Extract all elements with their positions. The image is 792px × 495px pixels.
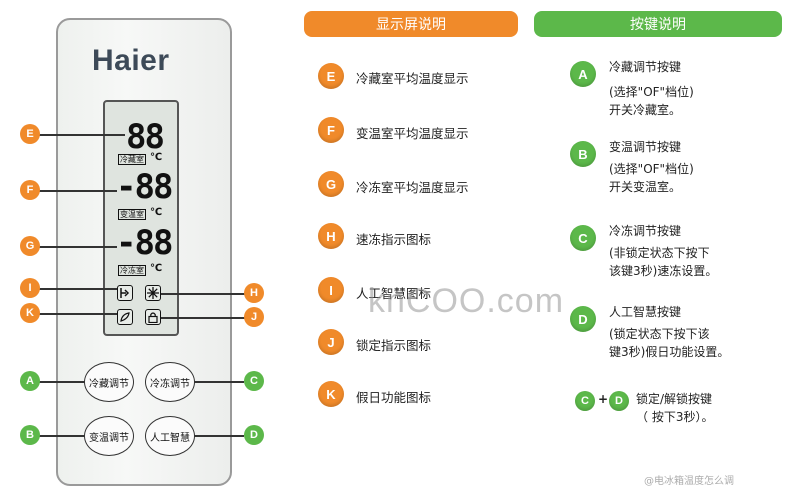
smart-button[interactable]: 人工智慧	[145, 416, 195, 456]
combo-key-c-badge: C	[575, 391, 595, 411]
callout-line-d	[194, 435, 244, 437]
key-item-a-badge: A	[570, 61, 596, 87]
callout-d: D	[244, 425, 264, 445]
combo-plus: +	[598, 392, 609, 406]
fridge-label: 冷藏室	[118, 154, 146, 165]
quick-freeze-icon	[145, 285, 161, 301]
combo-text: 锁定/解锁按键 （ 按下3秒）。	[636, 390, 713, 426]
key-item-a-line2: (选择"OF"档位)	[609, 85, 694, 99]
callout-h: H	[244, 283, 264, 303]
display-item-g-text: 冷冻室平均温度显示	[356, 180, 469, 195]
callout-g: G	[20, 236, 40, 256]
watermark: knCOO.com	[368, 282, 565, 320]
fridge-adjust-button[interactable]: 冷藏调节	[84, 362, 134, 402]
display-item-j-badge: J	[318, 329, 344, 355]
callout-k: K	[20, 303, 40, 323]
source-credit: @电冰箱温度怎么调	[644, 476, 734, 487]
key-item-c-badge: C	[570, 225, 596, 251]
key-item-d-line1: 人工智慧按键	[609, 305, 682, 319]
callout-line-f	[39, 190, 117, 192]
display-item-h-badge: H	[318, 223, 344, 249]
display-item-f-text: 变温室平均温度显示	[356, 126, 469, 141]
display-item-f-badge: F	[318, 117, 344, 143]
callout-c: C	[244, 371, 264, 391]
key-item-c-text: 冷冻调节按键 (非锁定状态下按下 该键3秒)速冻设置。	[609, 222, 717, 280]
display-item-j-text: 锁定指示图标	[356, 338, 432, 353]
callout-line-b	[39, 435, 85, 437]
key-item-a-text: 冷藏调节按键 (选择"OF"档位) 开关冷藏室。	[609, 58, 694, 119]
key-item-b-badge: B	[570, 141, 596, 167]
key-item-b-line3: 开关变温室。	[609, 180, 682, 194]
key-item-c-line2: (非锁定状态下按下	[609, 246, 710, 260]
callout-b: B	[20, 425, 40, 445]
callout-line-j	[161, 317, 245, 319]
key-item-d-line2: (锁定状态下按下该	[609, 327, 710, 341]
callout-line-a	[39, 381, 85, 383]
freezer-label: 冷冻室	[118, 265, 146, 276]
freezer-temp-digits: -88	[116, 223, 173, 263]
callout-a: A	[20, 371, 40, 391]
variable-label: 变温室	[118, 209, 146, 220]
display-item-i-text: 人工智慧图标	[356, 286, 432, 301]
display-item-e-badge: E	[318, 63, 344, 89]
key-section-header: 按键说明	[534, 11, 782, 37]
freezer-adjust-button[interactable]: 冷冻调节	[145, 362, 195, 402]
fridge-temp-digits: 88	[126, 117, 165, 157]
key-item-b-line2: (选择"OF"档位)	[609, 162, 694, 176]
callout-e: E	[20, 124, 40, 144]
key-item-d-text: 人工智慧按键 (锁定状态下按下该 键3秒)假日功能设置。	[609, 303, 729, 361]
callout-line-h	[161, 293, 245, 295]
variable-unit: ℃	[150, 207, 163, 218]
display-item-i-badge: I	[318, 277, 344, 303]
freezer-unit: ℃	[150, 263, 163, 274]
key-item-a-line1: 冷藏调节按键	[609, 60, 682, 74]
callout-f: F	[20, 180, 40, 200]
key-item-c-line3: 该键3秒)速冻设置。	[609, 264, 718, 278]
callout-line-i	[39, 288, 117, 290]
lock-icon	[145, 309, 161, 325]
display-item-g-badge: G	[318, 171, 344, 197]
display-item-k-badge: K	[318, 381, 344, 407]
callout-line-c	[194, 381, 244, 383]
key-item-d-line3: 键3秒)假日功能设置。	[609, 345, 730, 359]
combo-key-d-badge: D	[609, 391, 629, 411]
callout-line-e	[39, 134, 125, 136]
brand-logo: Haier	[92, 44, 170, 77]
variable-temp-digits: -88	[116, 167, 173, 207]
display-section-header: 显示屏说明	[304, 11, 518, 37]
callout-j: J	[244, 307, 264, 327]
combo-line2: （ 按下3秒）。	[636, 410, 714, 424]
key-item-d-badge: D	[570, 306, 596, 332]
holiday-icon	[117, 309, 133, 325]
key-item-b-line1: 变温调节按键	[609, 140, 682, 154]
smart-icon	[117, 285, 133, 301]
display-item-k-text: 假日功能图标	[356, 390, 432, 405]
callout-i: I	[20, 278, 40, 298]
fridge-unit: ℃	[150, 152, 163, 163]
key-item-a-line3: 开关冷藏室。	[609, 103, 682, 117]
key-item-c-line1: 冷冻调节按键	[609, 224, 682, 238]
display-item-h-text: 速冻指示图标	[356, 232, 432, 247]
variable-adjust-button[interactable]: 变温调节	[84, 416, 134, 456]
callout-line-g	[39, 246, 117, 248]
display-item-e-text: 冷藏室平均温度显示	[356, 71, 469, 86]
callout-line-k	[39, 313, 117, 315]
key-item-b-text: 变温调节按键 (选择"OF"档位) 开关变温室。	[609, 138, 694, 196]
combo-line1: 锁定/解锁按键	[636, 392, 713, 406]
